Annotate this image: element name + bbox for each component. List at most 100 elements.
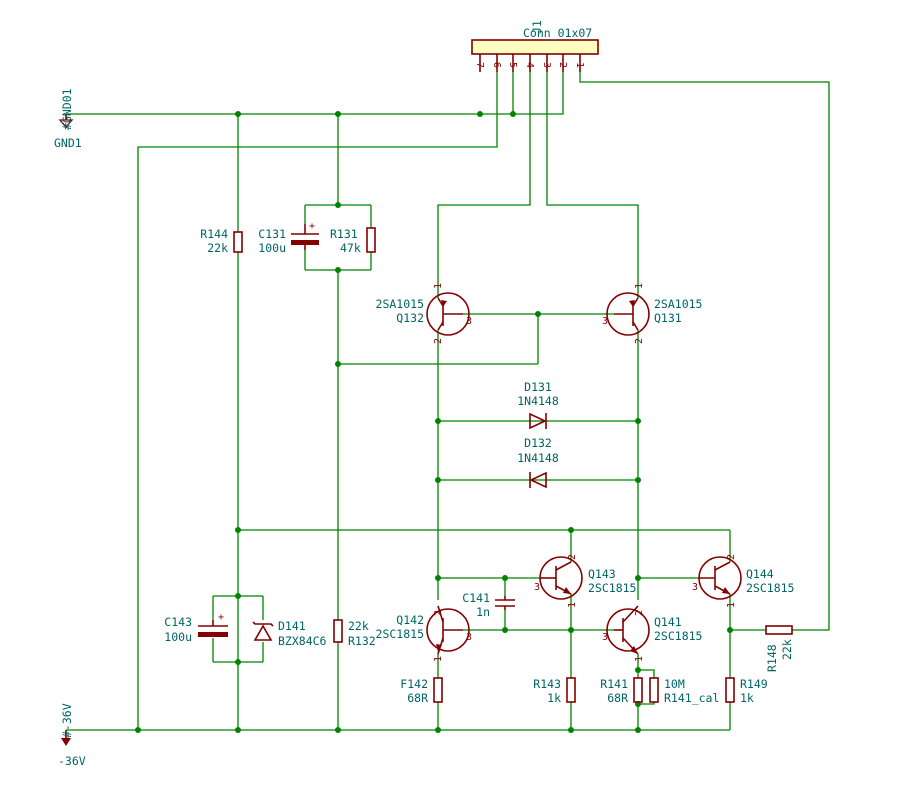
connector-pin-label: 3 bbox=[541, 62, 552, 68]
wires bbox=[66, 72, 830, 731]
capacitor-c143[interactable]: + C143 100u bbox=[164, 612, 228, 644]
resistor-ref: R143 bbox=[533, 677, 561, 691]
resistor-ref: R131 bbox=[330, 227, 358, 241]
transistor-value: 2SC1815 bbox=[588, 581, 636, 595]
resistor-value: 22k bbox=[207, 241, 228, 255]
junction-dot bbox=[335, 361, 341, 367]
resistor-ref: R141_cal bbox=[664, 691, 719, 705]
pin-number: 2 bbox=[634, 610, 645, 616]
pin-number: 2 bbox=[567, 554, 578, 560]
resistor-ref: R148 bbox=[765, 644, 779, 672]
pin-number: 3 bbox=[534, 582, 540, 593]
diode-d132[interactable]: D132 1N4148 bbox=[517, 436, 559, 489]
pin-number: 1 bbox=[726, 602, 737, 608]
junction-dot bbox=[235, 111, 241, 117]
pin-number: 2 bbox=[433, 610, 444, 616]
pin-number: 1 bbox=[433, 656, 444, 662]
neg36v-label: -36V bbox=[58, 754, 86, 768]
pin-number: 2 bbox=[433, 338, 444, 344]
resistor-r141-cal[interactable]: 10M R141_cal bbox=[649, 677, 719, 705]
resistor-value: 47k bbox=[340, 241, 361, 255]
junction-dot bbox=[568, 627, 574, 633]
diode-d131[interactable]: D131 1N4148 bbox=[517, 380, 559, 430]
resistor-body bbox=[333, 619, 343, 643]
junction-dot bbox=[335, 267, 341, 273]
neg36v-symbol[interactable]: #-36V -36V bbox=[58, 703, 86, 768]
transistor-q143[interactable]: 2 1 3 Q143 2SC1815 bbox=[534, 554, 636, 608]
connector-j1[interactable]: J1 Conn_01x07 7 6 5 4 3 2 1 bbox=[471, 20, 599, 72]
transistor-q141[interactable]: 2 1 3 Q141 2SC1815 bbox=[602, 605, 702, 662]
connector-value: Conn_01x07 bbox=[523, 26, 592, 40]
resistor-body bbox=[633, 677, 643, 703]
diode-value: 1N4148 bbox=[517, 394, 559, 408]
pin-number: 1 bbox=[567, 602, 578, 608]
resistor-ref: R149 bbox=[740, 677, 768, 691]
capacitor-plate bbox=[291, 240, 319, 245]
connector-pin-label: 5 bbox=[507, 62, 518, 68]
transistor-q142[interactable]: 2 1 3 Q142 2SC1815 bbox=[376, 605, 473, 662]
diode-ref: D132 bbox=[524, 436, 552, 450]
capacitor-plate bbox=[198, 632, 228, 637]
capacitor-c141[interactable]: C141 1n bbox=[462, 591, 515, 619]
connector-pin-label: 2 bbox=[557, 62, 568, 68]
transistor-body bbox=[606, 608, 650, 652]
junction-dot bbox=[477, 111, 483, 117]
plus-sign: + bbox=[309, 221, 315, 232]
resistor-r148[interactable]: R148 22k bbox=[765, 625, 794, 672]
pin-number: 3 bbox=[466, 316, 472, 327]
capacitor-c131[interactable]: + C131 100u bbox=[258, 221, 319, 255]
junction-dot bbox=[235, 727, 241, 733]
npn-arrow-icon bbox=[563, 587, 571, 594]
diode-ref: D141 bbox=[278, 619, 306, 633]
junction-dot bbox=[435, 477, 441, 483]
pin-number: 2 bbox=[634, 338, 645, 344]
connector-ref: J1 bbox=[530, 20, 544, 34]
resistor-r149[interactable]: R149 1k bbox=[725, 677, 768, 705]
zener-triangle-icon bbox=[253, 624, 273, 641]
transistor-q131[interactable]: 1 2 3 2SA1015 Q131 bbox=[602, 283, 702, 344]
zener-d141[interactable]: D141 BZX84C6 bbox=[252, 619, 327, 648]
resistor-body bbox=[566, 677, 576, 703]
transistor-body bbox=[426, 292, 470, 336]
junction-dot bbox=[335, 111, 341, 117]
resistor-value: 68R bbox=[407, 691, 428, 705]
transistor-ref: Q143 bbox=[588, 567, 616, 581]
resistor-ref: R141 bbox=[600, 677, 628, 691]
junction-dot bbox=[635, 667, 641, 673]
resistor-r141[interactable]: R141 68R bbox=[600, 677, 643, 705]
resistor-value: 68R bbox=[607, 691, 628, 705]
gnd-symbol[interactable]: #GND01 GND1 bbox=[54, 88, 82, 150]
ground-icon bbox=[58, 119, 74, 128]
capacitor-ref: C141 bbox=[462, 591, 490, 605]
plus-sign: + bbox=[218, 612, 224, 623]
transistor-ref: Q144 bbox=[746, 567, 774, 581]
transistor-ref: Q142 bbox=[396, 613, 424, 627]
resistor-f142[interactable]: F142 68R bbox=[400, 677, 443, 705]
junction-dot bbox=[568, 727, 574, 733]
transistor-q132[interactable]: 1 2 3 2SA1015 Q132 bbox=[376, 283, 473, 344]
transistor-value: 2SA1015 bbox=[654, 297, 702, 311]
resistor-r131[interactable]: R131 47k bbox=[330, 227, 376, 255]
resistor-ref: R144 bbox=[200, 227, 228, 241]
resistor-r144[interactable]: R144 22k bbox=[200, 227, 243, 255]
resistor-body bbox=[765, 625, 793, 635]
connector-pin-label: 6 bbox=[491, 62, 502, 68]
transistor-q144[interactable]: 2 1 3 Q144 2SC1815 bbox=[692, 554, 794, 608]
diode-triangle-icon bbox=[529, 412, 547, 430]
capacitor-value: 100u bbox=[164, 630, 192, 644]
resistor-r143[interactable]: R143 1k bbox=[533, 677, 576, 705]
diode-value: 1N4148 bbox=[517, 451, 559, 465]
junction-dot bbox=[510, 111, 516, 117]
junction-dot bbox=[435, 727, 441, 733]
power-arrow-icon bbox=[61, 738, 71, 746]
resistor-r132[interactable]: 22k R132 bbox=[333, 619, 376, 648]
transistor-value: 2SA1015 bbox=[376, 297, 424, 311]
resistor-ref: R132 bbox=[348, 634, 376, 648]
junction-dot bbox=[635, 575, 641, 581]
pnp-arrow-icon bbox=[441, 300, 447, 307]
npn-arrow-icon bbox=[722, 587, 730, 594]
transistor-body bbox=[606, 292, 650, 336]
pin-number: 2 bbox=[726, 554, 737, 560]
transistor-ref: Q131 bbox=[654, 311, 682, 325]
pnp-arrow-icon bbox=[629, 300, 635, 307]
